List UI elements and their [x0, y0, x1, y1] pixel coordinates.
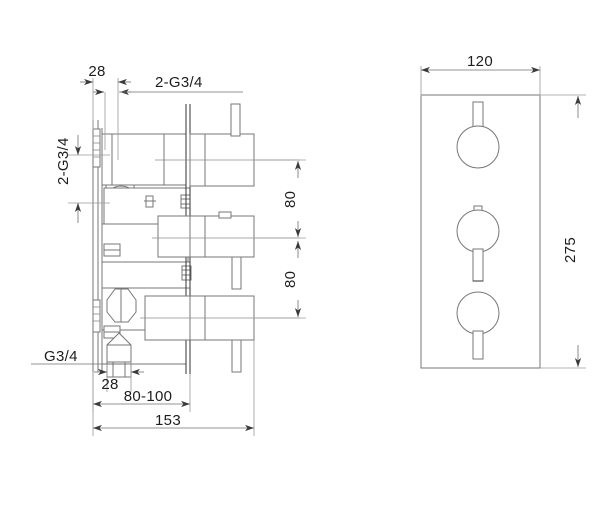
- front-face-plate-view: 120 275: [421, 53, 586, 368]
- knob-top-lever[interactable]: [473, 102, 483, 129]
- knob-top-dial[interactable]: [457, 126, 499, 168]
- dim-28-top-label: 28: [88, 63, 105, 80]
- dim-80-lower-label: 80: [282, 271, 299, 288]
- cartridge-middle: [152, 212, 300, 289]
- dim-2-g34-left-label: 2-G3/4: [55, 137, 72, 185]
- knob-top-diverter[interactable]: [457, 102, 499, 168]
- dim-28-top: 28: [80, 63, 131, 160]
- knob-middle-lever[interactable]: [473, 249, 483, 281]
- knob-middle-thermostat[interactable]: [457, 206, 499, 282]
- fixing-pad-top: [93, 129, 100, 167]
- outlet-housing-bottom: [102, 326, 186, 377]
- outlet-elbow-mid: [107, 289, 136, 322]
- side-section-view: 28 2-G3/4 2-G3/4 80: [31, 63, 306, 436]
- dim-28-bottom-label: 28: [101, 376, 118, 393]
- knob-bottom-lever[interactable]: [473, 331, 483, 359]
- dim-80-lower: 80: [256, 241, 306, 319]
- dim-120: 120: [420, 53, 541, 96]
- knob-middle-dial[interactable]: [457, 210, 499, 252]
- cartridge-lower: [140, 296, 300, 372]
- dim-80-100-label: 80-100: [124, 388, 173, 405]
- face-plate-outline: [421, 95, 540, 368]
- knob-bottom-dial[interactable]: [457, 292, 499, 334]
- dim-80-upper: 80: [256, 159, 306, 239]
- dim-2-g34-top-label: 2-G3/4: [155, 74, 203, 91]
- valve-body-upper: [102, 134, 186, 185]
- dim-g34-bottom-label: G3/4: [44, 348, 78, 365]
- dim-2-g34-left: 2-G3/4: [55, 135, 110, 223]
- dim-153: 153: [92, 340, 255, 436]
- cartridge-upper: [155, 104, 300, 186]
- dim-275: 275: [540, 94, 586, 369]
- dim-2-g34-top: 2-G3/4: [119, 74, 243, 93]
- dim-28-bottom: 28: [94, 362, 144, 393]
- dim-275-label: 275: [562, 237, 579, 263]
- knob-bottom-flow[interactable]: [457, 292, 499, 359]
- dim-120-label: 120: [467, 53, 493, 70]
- dim-153-label: 153: [155, 412, 181, 429]
- dim-80-upper-label: 80: [282, 191, 299, 208]
- fixing-pad-bottom: [93, 300, 100, 332]
